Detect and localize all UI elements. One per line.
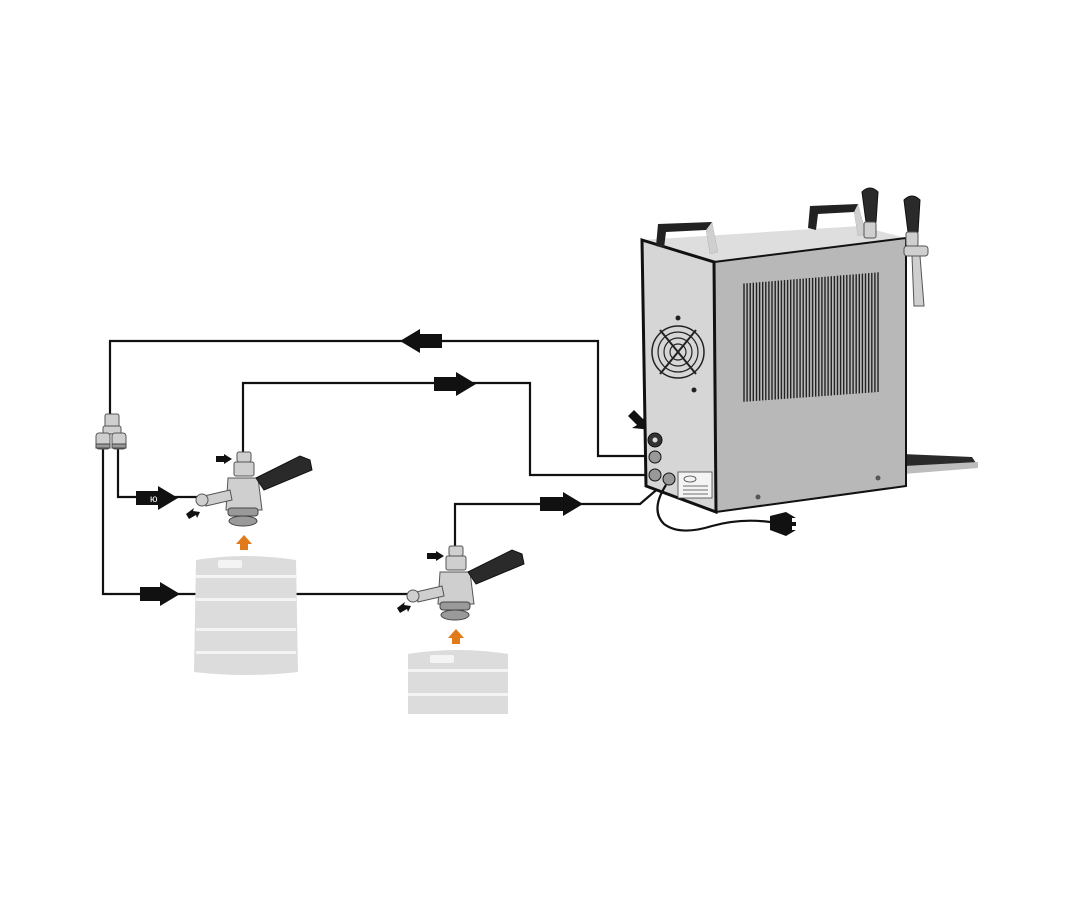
- beer-tap-1[interactable]: [861, 187, 879, 239]
- beer-cooler: [640, 187, 978, 536]
- arrow-right-gas-2: [140, 582, 180, 606]
- power-plug-icon[interactable]: [770, 512, 796, 536]
- arrow-left: [400, 329, 442, 353]
- arrow-right-gas-1: [136, 486, 178, 510]
- keg-1: [194, 556, 298, 675]
- small-arrow-c1-side: [186, 508, 200, 519]
- power-cable: [656, 484, 771, 532]
- orange-arrow-keg-2: [448, 629, 464, 644]
- gas-splitter[interactable]: [95, 413, 127, 450]
- keg-coupler-2[interactable]: [406, 545, 525, 621]
- arrow-right-beer-2: [540, 492, 583, 516]
- cooler-handle-right[interactable]: [808, 204, 866, 236]
- gas-line-2: [101, 448, 412, 596]
- small-arrow-c2-side: [397, 602, 411, 613]
- beer-line-2: [453, 479, 669, 548]
- beer-tap-2[interactable]: [903, 195, 929, 307]
- orange-arrow-keg-1: [236, 535, 252, 550]
- gas-outlet-connector[interactable]: [648, 450, 662, 464]
- gas-return-line: [108, 339, 652, 458]
- flow-label: ю: [150, 494, 158, 505]
- flow-arrows: ю: [136, 329, 689, 613]
- coupler-1-lever[interactable]: [255, 455, 313, 491]
- small-arrow-c1-top: [216, 454, 232, 464]
- vent-grille: [743, 272, 879, 402]
- connection-lines: [101, 339, 669, 596]
- coupler-2-lever[interactable]: [467, 549, 525, 585]
- beer-inlet-connector-1[interactable]: [648, 468, 662, 482]
- keg-coupler-1[interactable]: [195, 451, 313, 527]
- arrow-right-top: [434, 372, 476, 396]
- beer-inlet-connector-2[interactable]: [662, 472, 676, 486]
- beer-line-1: [241, 381, 652, 477]
- rating-label: [677, 471, 713, 499]
- small-arrow-c2-top: [427, 551, 444, 561]
- keg-2: [408, 650, 508, 714]
- fan-icon: [651, 315, 705, 393]
- cooler-handle-left[interactable]: [656, 222, 718, 254]
